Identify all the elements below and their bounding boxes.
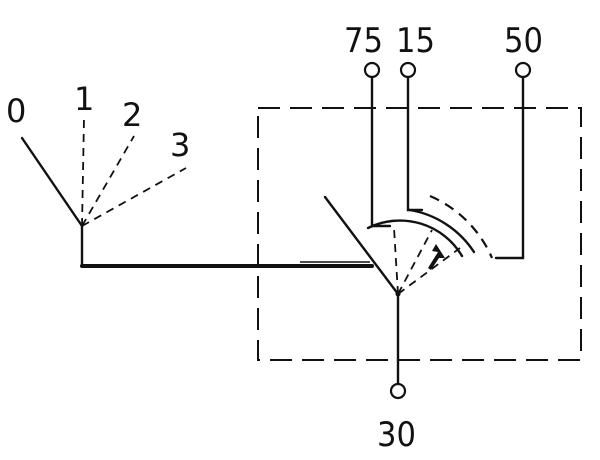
terminal-label-15: 15	[396, 21, 435, 61]
rotary-contact-arm	[323, 195, 400, 296]
terminal-label-75: 75	[344, 21, 383, 61]
lever-position-0-line	[20, 136, 84, 228]
lever-position-1-dash	[81, 117, 85, 227]
pivot-point	[395, 291, 401, 297]
switch-housing-box	[257, 107, 582, 361]
terminal-15-contact	[399, 61, 417, 79]
position-label-2: 2	[122, 96, 142, 134]
contact-radius-1	[393, 227, 399, 295]
terminal-15-lead	[406, 75, 424, 212]
contact-arc-middle	[408, 208, 476, 254]
terminal-label-30: 30	[377, 415, 416, 455]
position-label-3: 3	[170, 126, 190, 164]
terminal-75-lead	[370, 75, 392, 228]
contact-arc-inner	[366, 219, 464, 258]
position-label-1: 1	[74, 80, 94, 118]
lever-position-3-dash	[81, 167, 187, 227]
terminal-50-lead	[494, 75, 525, 260]
rotation-arrow	[428, 244, 445, 270]
terminal-50-contact	[514, 61, 532, 79]
contact-radius-3	[397, 247, 461, 295]
terminal-30-contact	[389, 382, 407, 400]
lever-position-2-dash	[81, 135, 135, 227]
contact-radius-2	[397, 229, 433, 295]
contact-arc-outer-dashed	[429, 194, 494, 259]
terminal-label-50: 50	[504, 21, 543, 61]
position-label-0: 0	[6, 92, 26, 130]
terminal-75-contact	[363, 61, 381, 79]
